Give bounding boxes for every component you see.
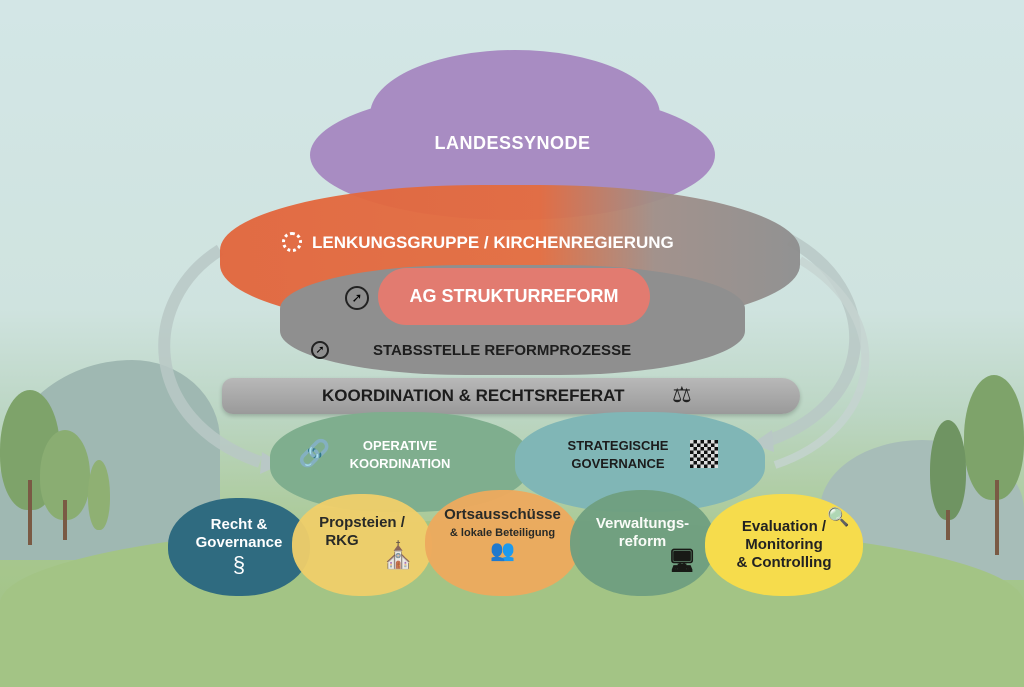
ag-strukturreform-pill [378,268,650,325]
right-arrow-head [752,430,774,452]
lenkungsgruppe-label: LENKUNGSGRUPPE / KIRCHENREGIERUNG [312,233,674,252]
recht-line2: Governance [195,534,283,551]
tree [964,375,1024,500]
operative-label-2: KOORDINATION [349,456,451,471]
propsteien-line2: RKG [325,532,359,549]
strategische-label-2: GOVERNANCE [571,456,665,471]
stabsstelle-label: STABSSTELLE REFORMPROZESSE [373,342,632,359]
verwaltung-line1: Verwaltungs- [595,515,690,532]
tree [930,420,966,520]
circle-ortsausschuesse: Ortsausschüsse & lokale Beteiligung 👥 [425,490,580,596]
right-arrow [767,234,862,446]
circle-evaluation: Evaluation / Monitoring & Controlling 🔍 [705,494,863,596]
circle-recht-governance: Recht & Governance § [168,498,310,596]
ag-strukturreform-label: AG STRUKTURREFORM [409,286,619,306]
circle-propsteien: Propsteien / RKG ⛪ [292,494,432,596]
scales-icon: ⚖ [672,382,692,407]
strategische-label-1: STRATEGISCHE [567,438,669,453]
paragraph-icon: § [232,552,246,577]
people-icon: 👥 [490,540,515,562]
tree [88,460,110,530]
left-arrow [158,244,262,468]
chain-link-icon: 🔗 [298,438,331,468]
compass-icon: ➚ [311,341,329,359]
magnifier-chart-icon: 🔍 [827,507,850,527]
orts-line2: & lokale Beteiligung [449,527,556,539]
chessboard-icon [690,440,718,468]
right-arrow-2 [773,256,870,469]
landessynode-label: LANDESSYNODE [434,133,591,153]
verwaltung-line2: reform [618,533,667,550]
evaluation-line3: & Controlling [736,554,832,571]
koordination-label: KOORDINATION & RECHTSREFERAT [322,386,625,405]
church-icon: ⛪ [382,540,415,570]
orts-line1: Ortsausschüsse [444,506,561,523]
operative-label-1: OPERATIVE [362,438,438,453]
gear-icon [282,232,302,252]
tree-trunk [995,480,999,555]
compass-icon: ➚ [345,286,369,310]
tree-trunk [28,480,32,545]
tree-trunk [63,500,67,540]
landessynode-cloud-top [370,50,660,180]
evaluation-line1: Evaluation / [741,518,827,535]
tree-trunk [946,510,950,540]
propsteien-line1: Propsteien / [319,514,405,531]
koordination-band [222,378,800,414]
evaluation-line2: Monitoring [745,536,823,553]
desk-icon: 🖥 [668,548,696,573]
recht-line1: Recht & [210,516,268,533]
circle-verwaltungsreform: Verwaltungs- reform 🖥 [570,490,715,596]
